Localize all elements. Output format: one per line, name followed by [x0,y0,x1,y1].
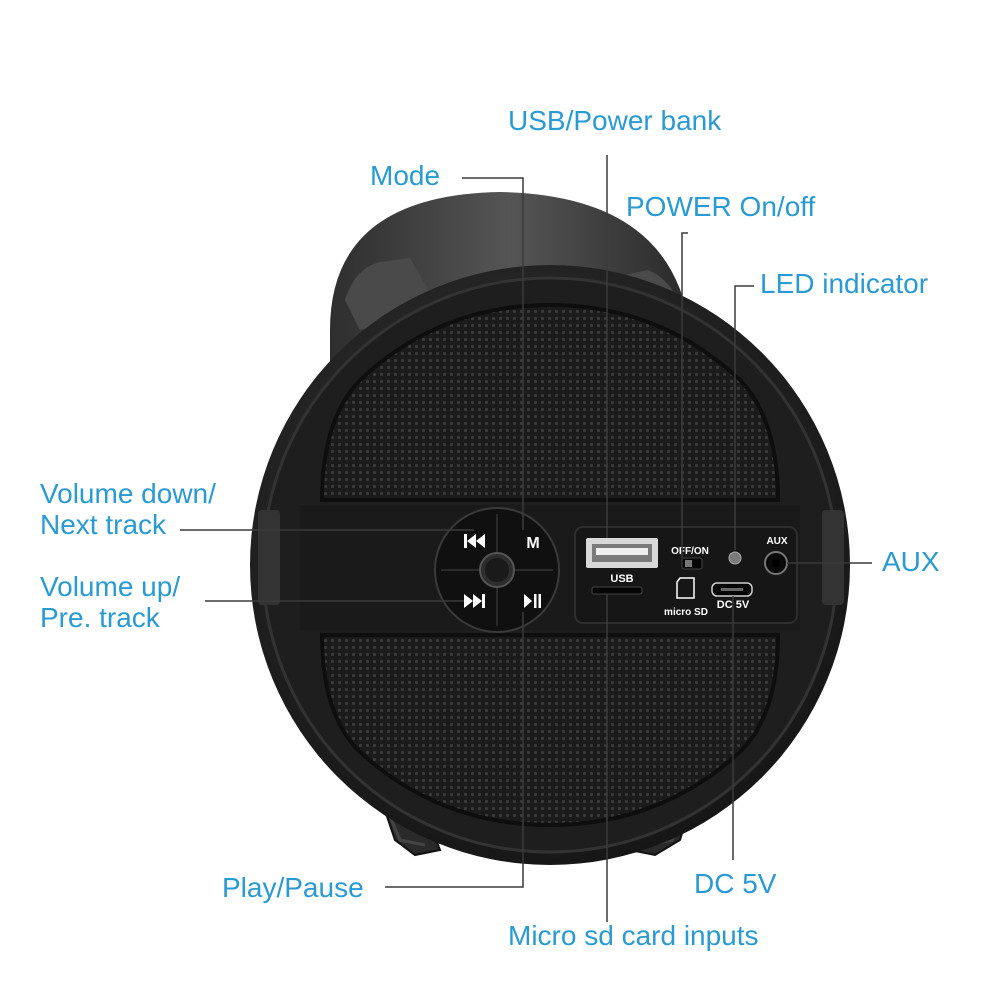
callout-dc-5v: DC 5V [694,868,777,899]
leader-led [734,285,754,550]
upper-grille [319,302,781,502]
mode-button[interactable]: M [526,535,539,552]
callout-volume-up-line2: Pre. track [40,602,160,633]
power-switch-label: OFF/ON [671,546,709,557]
callout-volume-up: Volume up/ Pre. track [40,571,180,633]
leader-power [681,232,688,558]
micro-sd-slot[interactable] [591,586,643,595]
previous-track-button[interactable] [464,534,485,548]
callout-volume-down: Volume down/ Next track [40,478,216,540]
dc-5v-port[interactable] [711,582,753,597]
callout-volume-down-line1: Volume down/ [40,478,216,509]
callout-power-onoff: POWER On/off [626,191,816,222]
play-pause-icon [524,594,541,608]
leader-lines [180,155,872,922]
micro-sd-icon [676,577,695,599]
callout-usb-power-bank: USB/Power bank [508,105,722,136]
power-switch[interactable] [681,557,703,570]
callout-volume-up-line1: Volume up/ [40,571,181,602]
led-indicator [728,551,742,565]
usb-port-label: USB [610,573,633,585]
play-pause-button[interactable] [524,594,541,608]
callout-micro-sd-inputs: Micro sd card inputs [508,920,759,951]
previous-track-icon [464,534,485,548]
micro-sd-label: micro SD [664,607,708,618]
callout-led-indicator: LED indicator [760,268,929,299]
mode-button-label: M [526,535,539,552]
lower-grille [319,633,781,828]
callout-mode: Mode [370,160,441,191]
aux-port[interactable] [764,551,788,575]
callout-play-pause: Play/Pause [222,872,364,903]
next-track-button[interactable] [464,594,485,608]
center-knob[interactable] [479,552,515,588]
callout-aux: AUX [882,546,940,577]
callout-volume-down-line2: Next track [40,509,167,540]
next-track-icon [464,594,485,608]
aux-port-label: AUX [766,536,787,547]
leader-mode [462,177,524,530]
leader-play-pause [385,612,524,888]
usb-port[interactable] [586,538,658,568]
